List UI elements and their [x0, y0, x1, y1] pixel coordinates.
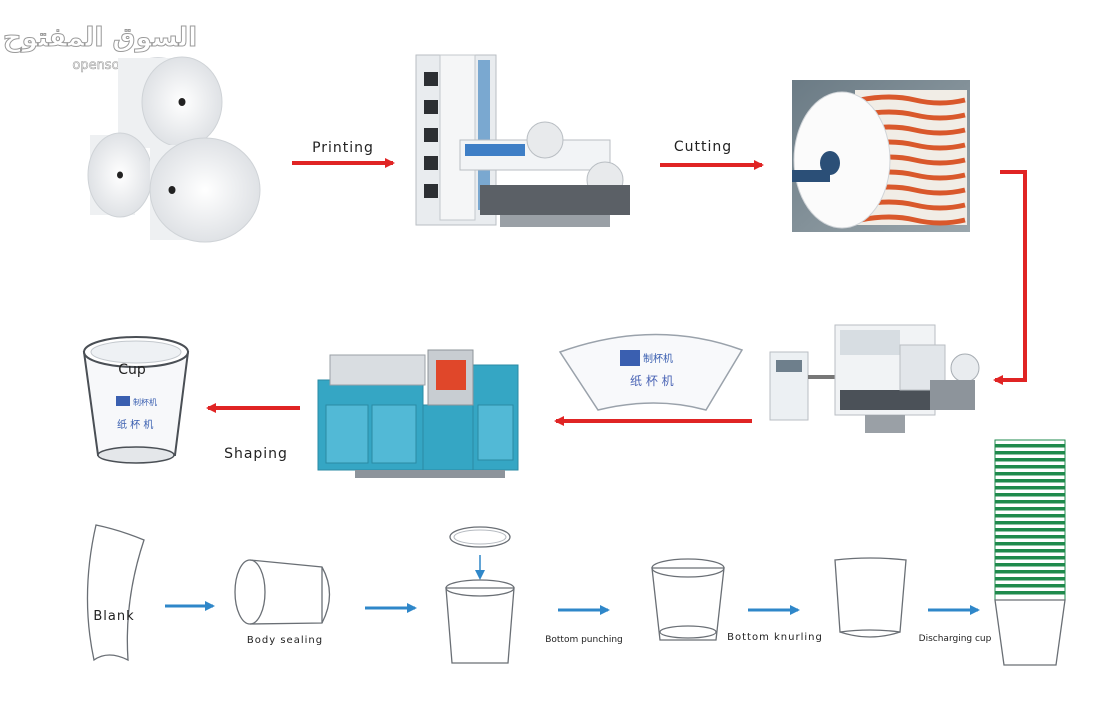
cup-fan-blank-icon: 制杯机 纸 杯 机	[558, 333, 744, 411]
bottom-punching-cup-icon	[445, 526, 515, 664]
cup-stack-stripe	[995, 507, 1065, 511]
printed-paper-roll-icon	[792, 80, 970, 232]
cup-stack-stripe	[995, 493, 1065, 497]
label-cutting: Cutting	[674, 139, 732, 155]
cup-stack-stripe	[995, 444, 1065, 448]
cup-stack-stripe	[995, 479, 1065, 483]
cup-stack-stripe	[995, 563, 1065, 567]
svg-text:制杯机: 制杯机	[133, 397, 157, 407]
cup-stack-stripe	[995, 577, 1065, 581]
cup-stack-stripe	[995, 514, 1065, 518]
label-printing: Printing	[312, 140, 374, 156]
bottom-knurling-cup-icon	[651, 558, 725, 641]
paper-rolls-icon	[87, 56, 261, 243]
svg-text:纸 杯 机: 纸 杯 机	[630, 374, 674, 388]
cup-stack-stripe	[995, 500, 1065, 504]
printing-machine-icon	[415, 54, 630, 227]
cup-stack-stripe	[995, 451, 1065, 455]
cup-stack-stripe	[995, 465, 1065, 469]
cup-stack-stripe	[995, 591, 1065, 595]
svg-text:制杯机: 制杯机	[643, 352, 673, 365]
label-blank: Blank	[93, 609, 134, 624]
cup-stack-stripe	[995, 472, 1065, 476]
cup-stack-stripe	[995, 549, 1065, 553]
cup-stack-stripe	[995, 486, 1065, 490]
label-discharging-cup: Discharging cup	[919, 634, 992, 644]
cup-stack-stripe	[995, 458, 1065, 462]
cup-forming-machine-icon	[317, 349, 519, 478]
cup-stack-icon	[994, 439, 1066, 666]
label-cup: Cup	[118, 362, 146, 378]
watermark-arabic: السوق المفتوح	[3, 23, 197, 53]
label-shaping: Shaping	[224, 446, 288, 462]
die-cutting-machine-icon	[769, 324, 980, 433]
cup-stack-stripe	[995, 528, 1065, 532]
cup-stack-stripe	[995, 556, 1065, 560]
svg-text:纸 杯 机: 纸 杯 机	[117, 418, 153, 431]
cup-stack-stripe	[995, 584, 1065, 588]
label-bottom-knurling: Bottom knurling	[727, 632, 823, 643]
label-bottom-punching: Bottom punching	[545, 635, 623, 645]
discharging-cup-icon	[834, 557, 907, 638]
cup-stack-stripe	[995, 542, 1065, 546]
cup-stack-stripe	[995, 535, 1065, 539]
paper-cup-icon: 制杯机 纸 杯 机 Cup	[82, 336, 190, 464]
cup-stack-stripe	[995, 570, 1065, 574]
arrow-to-die-cutting	[993, 170, 1027, 385]
watermark-logo: السوق المفتوح opensooq.com	[2, 23, 197, 74]
body-sealing-cup-icon	[234, 559, 331, 625]
label-body-sealing: Body sealing	[247, 635, 323, 646]
cup-stack-stripe	[995, 521, 1065, 525]
blank-outline-icon	[86, 524, 145, 662]
